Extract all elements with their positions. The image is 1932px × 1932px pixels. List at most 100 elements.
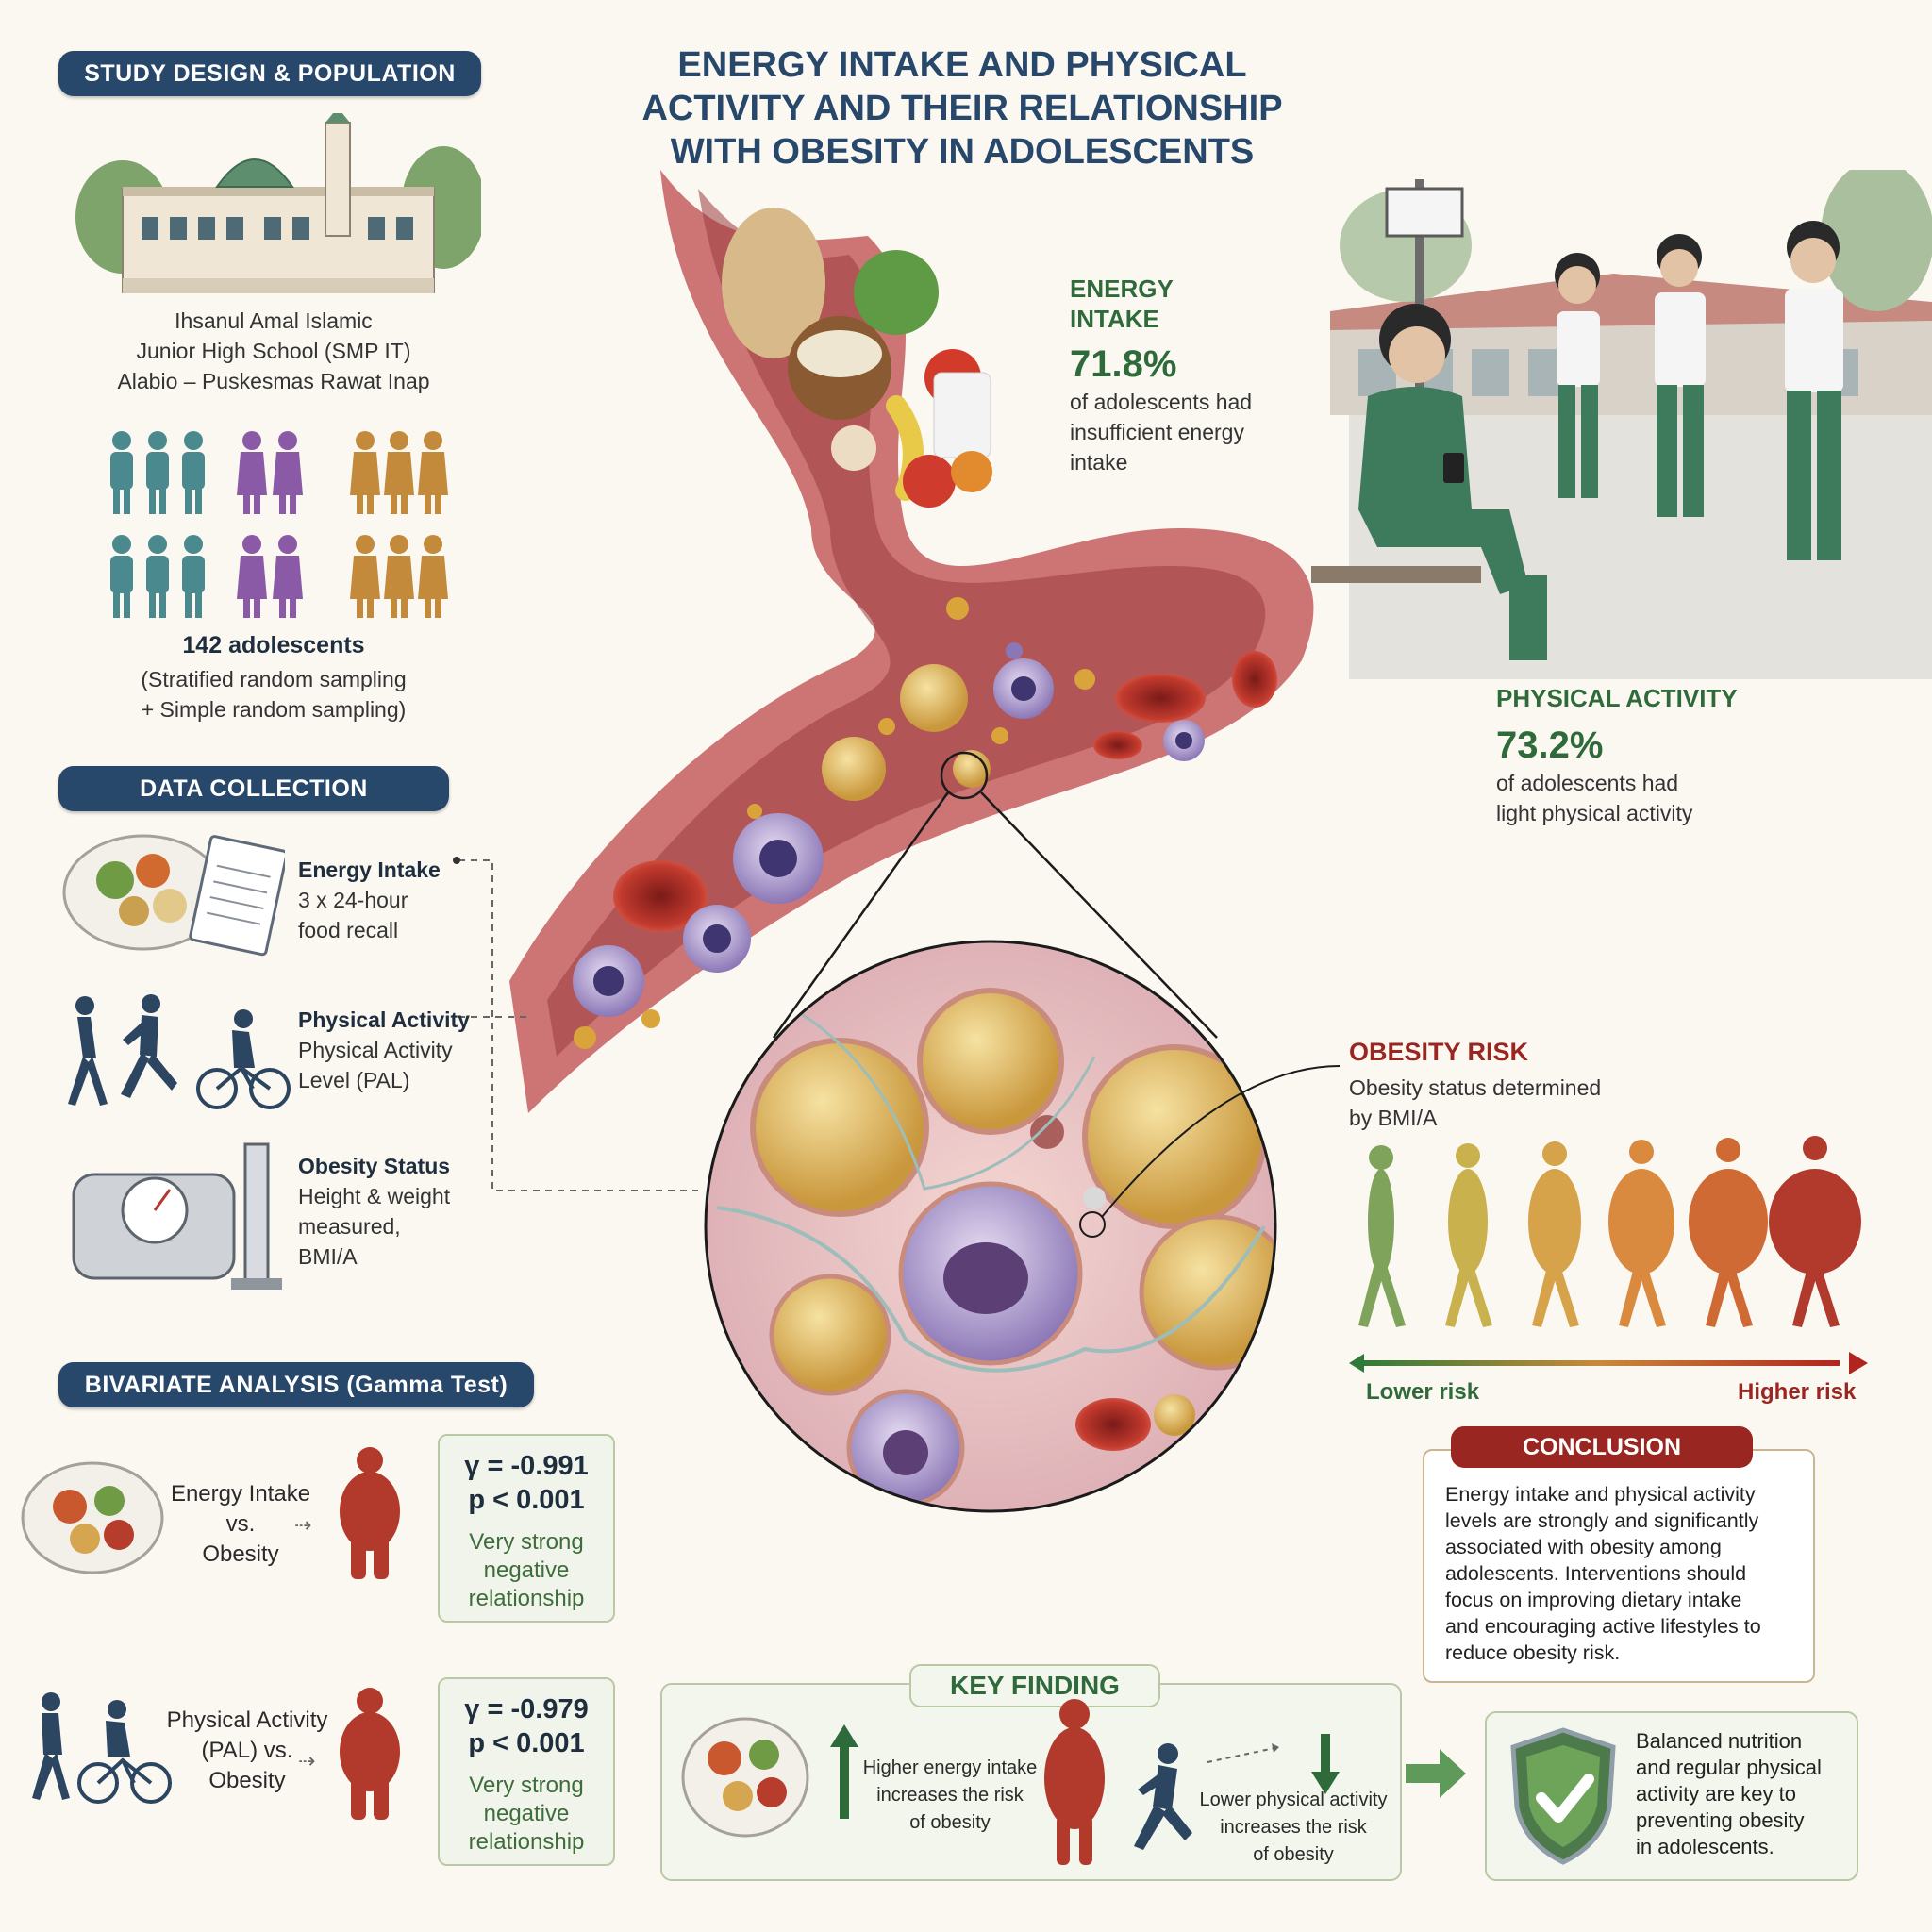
dc-activity-line2: Level (PAL) [298, 1068, 410, 1092]
population-people-icons [110, 431, 448, 618]
recommendation-line1: Balanced nutrition [1636, 1729, 1803, 1753]
obesity-progression-figures [1358, 1136, 1861, 1327]
dc-obesity-line1: Height & weight [298, 1184, 451, 1208]
sampling-line2: + Simple random sampling) [141, 697, 407, 722]
schoolyard-students-illustration [1311, 170, 1932, 679]
arrow-right-icon: ⇢ [294, 1513, 312, 1537]
biv1-label1: Energy Intake [170, 1481, 311, 1507]
sitting-student-with-phone [1311, 304, 1547, 660]
biv2-desc2: negative [483, 1801, 570, 1826]
key-finding-left3: of obesity [909, 1812, 991, 1833]
dc-energy-title: Energy Intake [298, 858, 441, 882]
zoomed-adipose-tissue [706, 941, 1275, 1511]
conclusion-line: and encouraging active lifestyles to [1445, 1615, 1761, 1638]
biv2-desc3: relationship [468, 1829, 585, 1855]
school-name-line2: Junior High School (SMP IT) [136, 339, 411, 363]
key-finding-right1: Lower physical activity [1199, 1790, 1388, 1810]
conclusion-line: reduce obesity risk. [1445, 1641, 1621, 1664]
body-figure [1769, 1136, 1861, 1327]
school-name-line1: Ihsanul Amal Islamic [175, 308, 373, 333]
recommendation-line5: in adolescents. [1636, 1835, 1774, 1858]
food-plate-clipboard-icon [62, 834, 285, 957]
dc-obesity-line2: measured, [298, 1214, 401, 1239]
recommendation-line2: and regular physical [1636, 1756, 1822, 1779]
food-plate-icon [681, 1717, 809, 1838]
walking-running-cycling-icon [68, 994, 291, 1109]
physical-activity-label: PHYSICAL ACTIVITY [1496, 684, 1738, 712]
scale-stadiometer-icon [72, 1142, 282, 1290]
conclusion-line: adolescents. Interventions should [1445, 1562, 1747, 1585]
lower-risk-label: Lower risk [1366, 1379, 1480, 1405]
biv2-label1: Physical Activity [166, 1707, 328, 1733]
energy-intake-line1: of adolescents had [1070, 390, 1253, 414]
biv2-gamma: γ = -0.979 [464, 1694, 589, 1724]
food-plate-icon [21, 1461, 164, 1574]
physical-activity-line1: of adolescents had [1496, 771, 1679, 795]
key-finding-right3: of obesity [1253, 1844, 1334, 1865]
obese-figure-icon [340, 1688, 400, 1820]
food-in-vessel [722, 208, 992, 508]
higher-risk-label: Higher risk [1738, 1379, 1857, 1405]
biv2-label3: Obesity [208, 1768, 286, 1793]
recommendation-line3: activity are key to [1636, 1782, 1796, 1806]
arrow-right-icon [1406, 1749, 1466, 1798]
biv2-label2: (PAL) vs. [201, 1738, 293, 1763]
dc-obesity-line3: BMI/A [298, 1244, 358, 1269]
key-finding-left2: increases the risk [876, 1785, 1024, 1806]
study-design-header: STUDY DESIGN & POPULATION [58, 51, 481, 96]
obese-figure-icon [1044, 1699, 1105, 1865]
energy-intake-label2: INTAKE [1070, 305, 1159, 333]
key-finding-right2: increases the risk [1220, 1817, 1367, 1838]
body-figure [1358, 1145, 1406, 1327]
biv1-pvalue: p < 0.001 [468, 1485, 585, 1515]
conclusion-line: associated with obesity among [1445, 1536, 1722, 1558]
physical-activity-percent: 73.2% [1496, 724, 1604, 766]
energy-intake-label1: ENERGY [1070, 275, 1174, 303]
obese-figure-icon [340, 1447, 400, 1579]
arrow-right-icon: ⇢ [298, 1749, 316, 1773]
dc-obesity-title: Obesity Status [298, 1154, 451, 1178]
biv2-stat-box: γ = -0.979 p < 0.001 Very strong negativ… [438, 1677, 615, 1866]
body-figure [1689, 1138, 1768, 1327]
standing-students [1555, 221, 1843, 560]
biv2-pvalue: p < 0.001 [468, 1728, 585, 1758]
biv1-stat-box: γ = -0.991 p < 0.001 Very strong negativ… [438, 1434, 615, 1623]
shield-check-icon [1510, 1727, 1616, 1865]
dc-energy-line2: food recall [298, 918, 399, 942]
body-figure [1608, 1140, 1674, 1327]
biv2-desc1: Very strong [469, 1773, 584, 1798]
energy-intake-percent: 71.8% [1070, 343, 1177, 385]
dc-activity-title: Physical Activity [298, 1008, 470, 1032]
biv1-desc3: relationship [468, 1586, 585, 1611]
biv1-gamma: γ = -0.991 [464, 1451, 589, 1481]
body-figure [1445, 1143, 1492, 1327]
sampling-line1: (Stratified random sampling [141, 667, 407, 691]
conclusion-line: focus on improving dietary intake [1445, 1589, 1742, 1611]
key-finding-left1: Higher energy intake [862, 1757, 1038, 1778]
dc-energy-line1: 3 x 24-hour [298, 888, 408, 912]
biv1-desc2: negative [483, 1557, 570, 1583]
biv1-label2: vs. [225, 1511, 256, 1537]
conclusion-line: levels are strongly and significantly [1445, 1509, 1759, 1532]
physical-activity-line2: light physical activity [1496, 801, 1693, 825]
key-finding-header: KEY FINDING [909, 1664, 1160, 1707]
school-building-icon [75, 113, 481, 293]
conclusion-box [1423, 1449, 1815, 1683]
bivariate-header-text: BIVARIATE ANALYSIS (Gamma Test) [84, 1371, 508, 1398]
biv1-desc1: Very strong [469, 1529, 584, 1555]
obesity-risk-label: OBESITY RISK [1349, 1038, 1529, 1066]
obesity-risk-line1: Obesity status determined [1349, 1075, 1602, 1100]
energy-intake-line3: intake [1070, 450, 1128, 475]
running-figure-icon [1134, 1743, 1192, 1850]
walking-cycling-icon [32, 1692, 172, 1804]
arrow-up-icon [830, 1724, 858, 1819]
page-title: ENERGY INTAKE AND PHYSICAL ACTIVITY AND … [641, 45, 1283, 172]
data-collection-header: DATA COLLECTION [58, 766, 449, 811]
dashed-arrow-icon [1207, 1743, 1280, 1763]
biv1-label3: Obesity [202, 1541, 279, 1567]
sample-size: 142 adolescents [182, 632, 365, 658]
school-name-line3: Alabio – Puskesmas Rawat Inap [117, 369, 430, 393]
recommendation-line4: preventing obesity [1636, 1808, 1805, 1832]
body-figure [1528, 1141, 1581, 1327]
